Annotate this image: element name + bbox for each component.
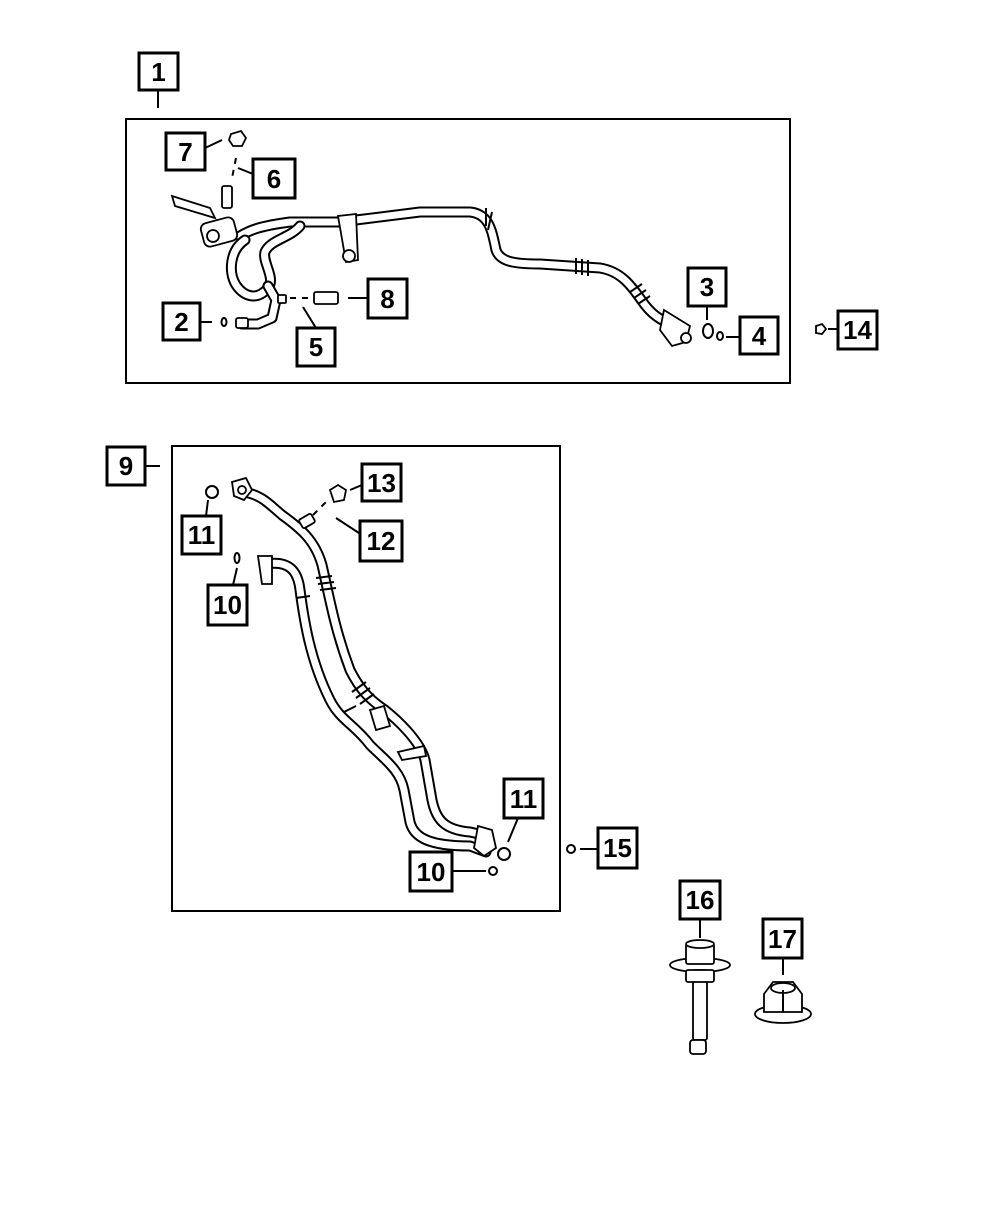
callout-11-top: 11 <box>180 514 223 556</box>
callout-15: 15 <box>596 826 639 870</box>
callout-13: 13 <box>360 462 403 503</box>
callout-16: 16 <box>678 879 722 921</box>
callout-9-label: 9 <box>119 451 133 481</box>
callout-10-bottom: 10 <box>408 850 454 893</box>
callout-7-label: 7 <box>178 137 192 167</box>
callout-16-label: 16 <box>686 885 715 915</box>
callout-1: 1 <box>137 51 180 92</box>
callout-11-top-label: 11 <box>188 520 216 550</box>
ac-hose-assembly-lower <box>230 476 498 858</box>
callout-10-top-label: 10 <box>213 590 242 620</box>
callout-14: 14 <box>836 309 879 351</box>
callout-8-label: 8 <box>380 284 394 314</box>
callout-8: 8 <box>366 277 409 320</box>
callout-4: 4 <box>738 315 780 356</box>
nut-part-7 <box>228 129 248 147</box>
leader-lines <box>145 90 838 975</box>
nut-part-14 <box>815 322 828 335</box>
callout-5: 5 <box>295 326 337 368</box>
callout-9: 9 <box>105 445 147 487</box>
nut-part-15 <box>566 844 576 854</box>
ac-hose-assembly-upper <box>170 185 692 348</box>
callout-10-top: 10 <box>206 583 249 627</box>
callout-10-bottom-label: 10 <box>417 857 446 887</box>
callout-6: 6 <box>251 157 297 200</box>
callout-11-bottom-label: 11 <box>510 784 538 814</box>
callout-4-label: 4 <box>752 321 767 351</box>
o-ring-part-10-top <box>233 552 241 564</box>
callout-3-label: 3 <box>700 272 714 302</box>
o-ring-part-11-bottom <box>497 847 511 861</box>
flange-nut-part-17 <box>754 981 812 1024</box>
callout-15-label: 15 <box>603 833 632 863</box>
callout-5-label: 5 <box>309 332 323 362</box>
callout-2: 2 <box>161 301 202 342</box>
callout-3: 3 <box>686 266 728 308</box>
callout-14-label: 14 <box>843 315 872 345</box>
valve-core-part-8 <box>313 291 339 305</box>
callout-13-label: 13 <box>367 468 396 498</box>
hose-assembly-9-frame <box>171 445 561 912</box>
bolt-part-16 <box>669 939 731 1055</box>
o-ring-part-10-bottom <box>488 866 498 876</box>
o-ring-part-2 <box>220 317 228 327</box>
callout-11-bottom: 11 <box>502 777 545 820</box>
callout-12-label: 12 <box>367 526 396 556</box>
callout-17: 17 <box>761 917 804 960</box>
o-ring-part-11-top <box>205 485 219 499</box>
o-ring-part-3 <box>702 323 714 339</box>
callout-12: 12 <box>358 519 404 563</box>
callout-17-label: 17 <box>768 924 797 954</box>
callout-1-label: 1 <box>151 57 165 87</box>
o-ring-part-4 <box>716 331 724 341</box>
hose-assembly-1-frame <box>125 118 791 384</box>
callout-2-label: 2 <box>174 307 188 337</box>
callout-6-label: 6 <box>267 164 281 194</box>
callout-7: 7 <box>164 131 207 172</box>
cap-part-13 <box>328 483 348 504</box>
